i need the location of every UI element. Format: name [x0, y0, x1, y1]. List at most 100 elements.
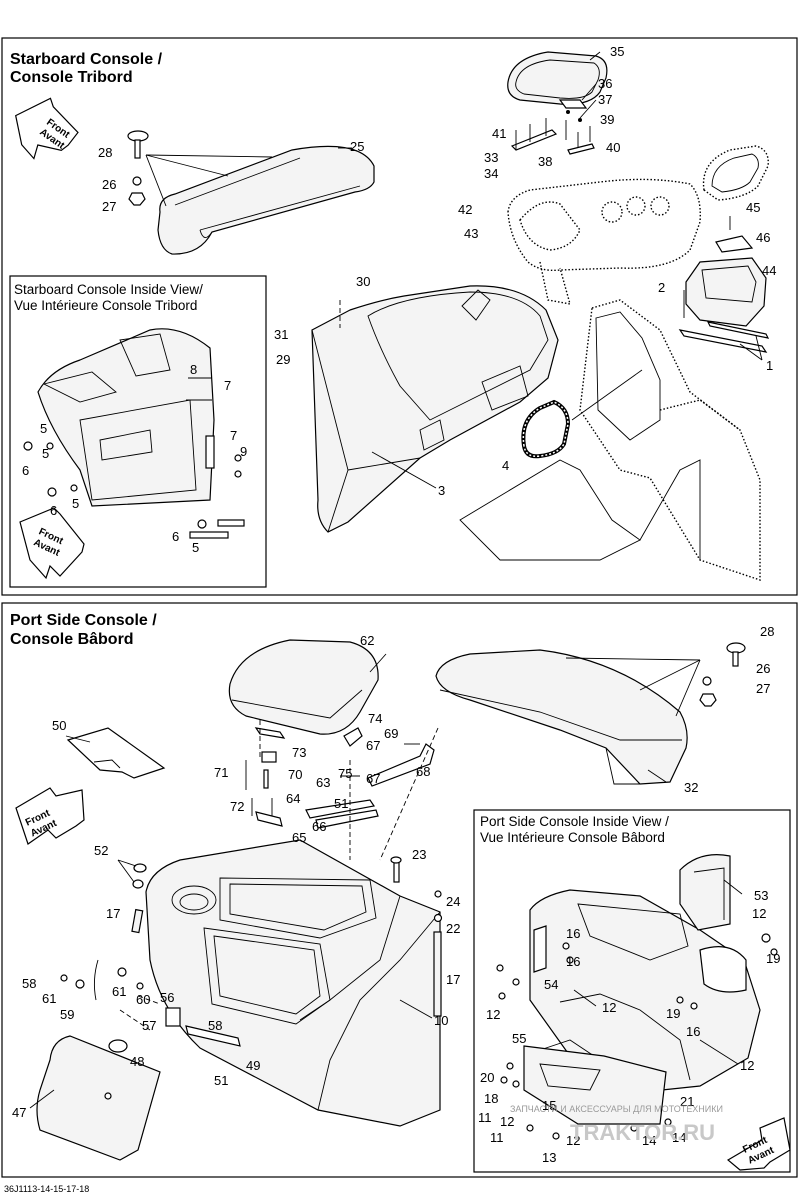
callout-12b: 54 [544, 977, 558, 992]
callout-54: 12 [602, 1000, 616, 1015]
callout-28: 28 [98, 145, 112, 160]
callout-12: 12 [752, 906, 766, 921]
callout-26b: 26 [756, 661, 770, 676]
port-title-line2: Console Bâbord [10, 631, 134, 648]
callout-11b: 12 [500, 1114, 514, 1129]
callout-7: 7 [224, 378, 231, 393]
callout-63: 63 [316, 775, 330, 790]
plates-1-2 [678, 290, 770, 353]
callout-61b: 61 [112, 984, 126, 999]
callout-51b: 51 [214, 1073, 228, 1088]
callout-67: 67 [366, 738, 380, 753]
callout-56: 56 [160, 990, 174, 1005]
front-arrow-icon: Front Avant [15, 97, 79, 160]
callout-5d: 5 [42, 446, 49, 461]
lid-62 [228, 639, 379, 735]
callout-10: 10 [434, 1013, 448, 1028]
armrest-pad-25 [157, 145, 375, 255]
callout-12d: 11 [478, 1110, 492, 1125]
front-arrow-icon-3: Front Avant [15, 787, 85, 845]
callout-7b: 7 [230, 428, 237, 443]
callout-6c: 6 [172, 529, 179, 544]
callout-26: 26 [102, 177, 116, 192]
callout-58: 58 [22, 976, 36, 991]
hull-structure [459, 299, 761, 581]
callout-23: 23 [412, 847, 426, 862]
callout-41: 41 [492, 126, 506, 141]
callout-30: 30 [356, 274, 370, 289]
starboard-panel-frame [1, 37, 798, 596]
callout-45: 45 [746, 200, 760, 215]
callout-16b: 16 [566, 954, 580, 969]
callout-68: 68 [416, 764, 430, 779]
callout-14: 12 [566, 1133, 580, 1148]
callout-6: 6 [22, 463, 29, 478]
callout-22: 22 [446, 921, 460, 936]
callout-16c: 19 [666, 1006, 680, 1021]
callout-40: 40 [606, 140, 620, 155]
callout-51: 51 [334, 796, 348, 811]
callout-55: 12 [740, 1058, 754, 1073]
callout-59: 59 [60, 1007, 74, 1022]
starboard-callouts: 35 36 37 41 39 33 38 40 34 42 43 45 46 4… [22, 44, 776, 555]
port-console-body-10 [145, 839, 441, 1127]
callout-17: 17 [106, 906, 120, 921]
callout-43: 43 [464, 226, 478, 241]
callout-18: 21 [680, 1094, 694, 1109]
callout-69: 69 [384, 726, 398, 741]
callout-5c: 5 [192, 540, 199, 555]
starboard-title-line1: Starboard Console / [10, 51, 163, 68]
callout-62: 62 [360, 633, 374, 648]
callout-27b: 27 [756, 681, 770, 696]
callout-61: 61 [42, 991, 56, 1006]
callout-44: 44 [762, 263, 776, 278]
callout-38: 38 [538, 154, 552, 169]
callout-9: 9 [240, 444, 247, 459]
callout-5: 5 [40, 421, 47, 436]
callout-66: 66 [312, 819, 326, 834]
callout-21: 20 [480, 1070, 494, 1085]
callout-3: 3 [438, 483, 445, 498]
fastener-set-top [127, 130, 149, 206]
callout-47: 47 [12, 1105, 26, 1120]
fastener-set-bottom [699, 642, 746, 707]
port-title-line1: Port Side Console / [10, 612, 157, 629]
leader-lines [29, 51, 763, 1109]
callout-36: 36 [598, 76, 612, 91]
gasket-window [702, 145, 769, 201]
inside-view-fasteners [23, 441, 245, 539]
callout-70: 70 [288, 767, 302, 782]
callout-42: 42 [458, 202, 472, 217]
footer-code: 36J1113-14-15-17-18 [4, 1184, 89, 1194]
callout-20: 55 [512, 1031, 526, 1046]
callout-6b: 6 [50, 503, 57, 518]
latch-hardware [60, 959, 241, 1053]
callout-60: 60 [136, 992, 150, 1007]
starboard-console-body-3 [311, 285, 559, 533]
callout-17b: 17 [446, 972, 460, 987]
dashboard-panel [507, 178, 701, 305]
callout-73: 73 [292, 745, 306, 760]
callout-75: 75 [338, 766, 352, 781]
port-inside-console [523, 854, 761, 1125]
switch-housing-44 [685, 216, 767, 327]
callout-24: 24 [446, 894, 460, 909]
callout-4: 4 [502, 458, 509, 473]
callout-11: 18 [484, 1091, 498, 1106]
port-callouts: 62 28 26 27 50 74 69 73 67 71 70 75 68 6… [12, 624, 780, 1165]
callout-67b: 67 [366, 771, 380, 786]
callout-46: 46 [756, 230, 770, 245]
callout-39: 39 [600, 112, 614, 127]
callout-2: 2 [658, 280, 665, 295]
callout-29: 29 [276, 352, 290, 367]
hinge-hardware [245, 727, 435, 829]
port-inside-title-2: Vue Intérieure Console Bâbord [480, 830, 665, 845]
watermark-brand: TRAKTOR.RU [570, 1120, 715, 1145]
callout-5b: 5 [72, 496, 79, 511]
callout-8: 8 [190, 362, 197, 377]
callout-31: 31 [274, 327, 288, 342]
callout-64: 64 [286, 791, 300, 806]
door-47 [36, 1035, 161, 1161]
callout-12e: 11 [490, 1130, 504, 1145]
